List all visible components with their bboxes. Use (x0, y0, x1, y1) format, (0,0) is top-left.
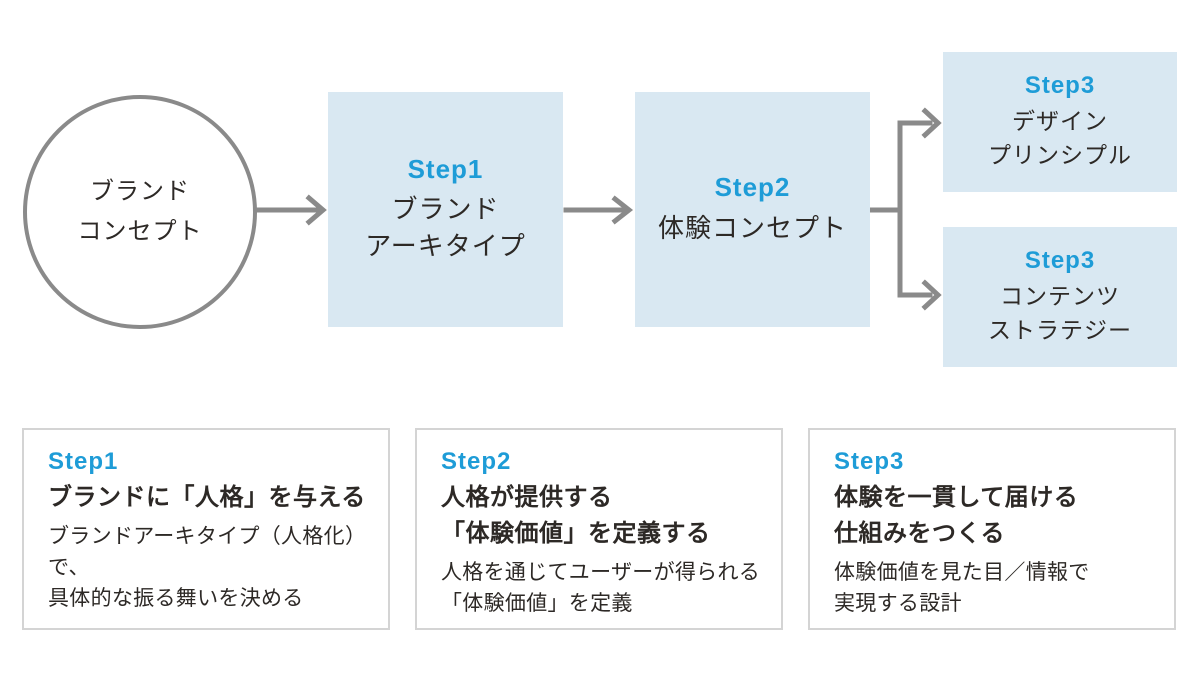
step1-card: Step1 ブランドに「人格」を与える ブランドアーキタイプ（人格化）で、 具体… (22, 428, 390, 630)
step2-node-label: Step2 (714, 172, 791, 203)
step3-card-label: Step3 (834, 448, 905, 475)
step3-design-line1: デザイン (1012, 107, 1108, 134)
step3-content-label: Step3 (1024, 247, 1096, 275)
step1-card-description: ブランドアーキタイプ（人格化）で、 具体的な振る舞いを決める (48, 521, 374, 614)
step3-design-line2: プリンシプル (988, 141, 1132, 168)
step3-content-title: コンテンツ ストラテジー (988, 279, 1132, 347)
step3-design-title: デザイン プリンシプル (988, 104, 1132, 172)
step3-card-body-line1: 体験価値を見た目／情報で (834, 561, 1090, 584)
step1-card-body-line2: 具体的な振る舞いを決める (48, 587, 304, 610)
step1-card-body-line1: ブランドアーキタイプ（人格化）で、 (48, 525, 367, 579)
brand-concept-line1: ブランド (90, 178, 190, 205)
step1-node-line2: アーキタイプ (365, 231, 526, 262)
step1-node-line1: ブランド (391, 194, 500, 225)
step1-card-label: Step1 (48, 448, 119, 475)
step1-node-title: ブランド アーキタイプ (365, 191, 525, 265)
step3-card: Step3 体験を一貫して届ける 仕組みをつくる 体験価値を見た目／情報で 実現… (808, 428, 1176, 630)
step1-card-title-line1: ブランドに「人格」を与える (48, 484, 366, 511)
step2-card-body-line2: 「体験価値」を定義 (441, 592, 633, 615)
step1-node: Step1 ブランド アーキタイプ (328, 92, 563, 327)
step1-node-label: Step1 (407, 153, 484, 184)
step3-design-label: Step3 (1024, 72, 1096, 100)
step3-content-line1: コンテンツ (1000, 282, 1120, 309)
step1-card-title: ブランドに「人格」を与える (48, 480, 374, 516)
step2-card-title-line2: 「体験価値」を定義する (441, 520, 711, 547)
step2-card: Step2 人格が提供する 「体験価値」を定義する 人格を通じてユーザーが得られ… (415, 428, 783, 630)
step2-node: Step2 体験コンセプト (635, 92, 870, 327)
arrow-concept-to-step1-head (305, 194, 327, 226)
step3-content-strategy-node: Step3 コンテンツ ストラテジー (943, 227, 1177, 367)
arrow-step2-branch (867, 120, 933, 298)
arrow-branch-to-design-head (921, 107, 942, 139)
brand-concept-line2: コンセプト (77, 218, 203, 245)
step3-design-principle-node: Step3 デザイン プリンシプル (943, 52, 1177, 192)
step3-card-title-line2: 仕組みをつくる (834, 520, 1006, 547)
brand-concept-label: ブランド コンセプト (78, 172, 203, 252)
step3-card-body-line2: 実現する設計 (834, 592, 962, 615)
step2-card-title: 人格が提供する 「体験価値」を定義する (441, 480, 767, 552)
step2-node-title: 体験コンセプト (658, 210, 847, 247)
arrow-step1-to-step2-head (611, 195, 634, 225)
step3-content-line2: ストラテジー (988, 316, 1132, 343)
step3-card-title-line1: 体験を一貫して届ける (834, 484, 1079, 511)
step2-card-body-line1: 人格を通じてユーザーが得られる (441, 561, 761, 584)
step2-node-line1: 体験コンセプト (657, 212, 847, 243)
step2-card-title-line1: 人格が提供する (441, 484, 613, 511)
arrow-branch-to-content-head (921, 279, 942, 311)
brand-concept-node: ブランド コンセプト (23, 95, 257, 329)
step2-card-description: 人格を通じてユーザーが得られる 「体験価値」を定義 (441, 557, 767, 619)
step2-card-label: Step2 (441, 448, 512, 475)
step3-card-title: 体験を一貫して届ける 仕組みをつくる (834, 480, 1160, 552)
step3-card-description: 体験価値を見た目／情報で 実現する設計 (834, 557, 1160, 619)
